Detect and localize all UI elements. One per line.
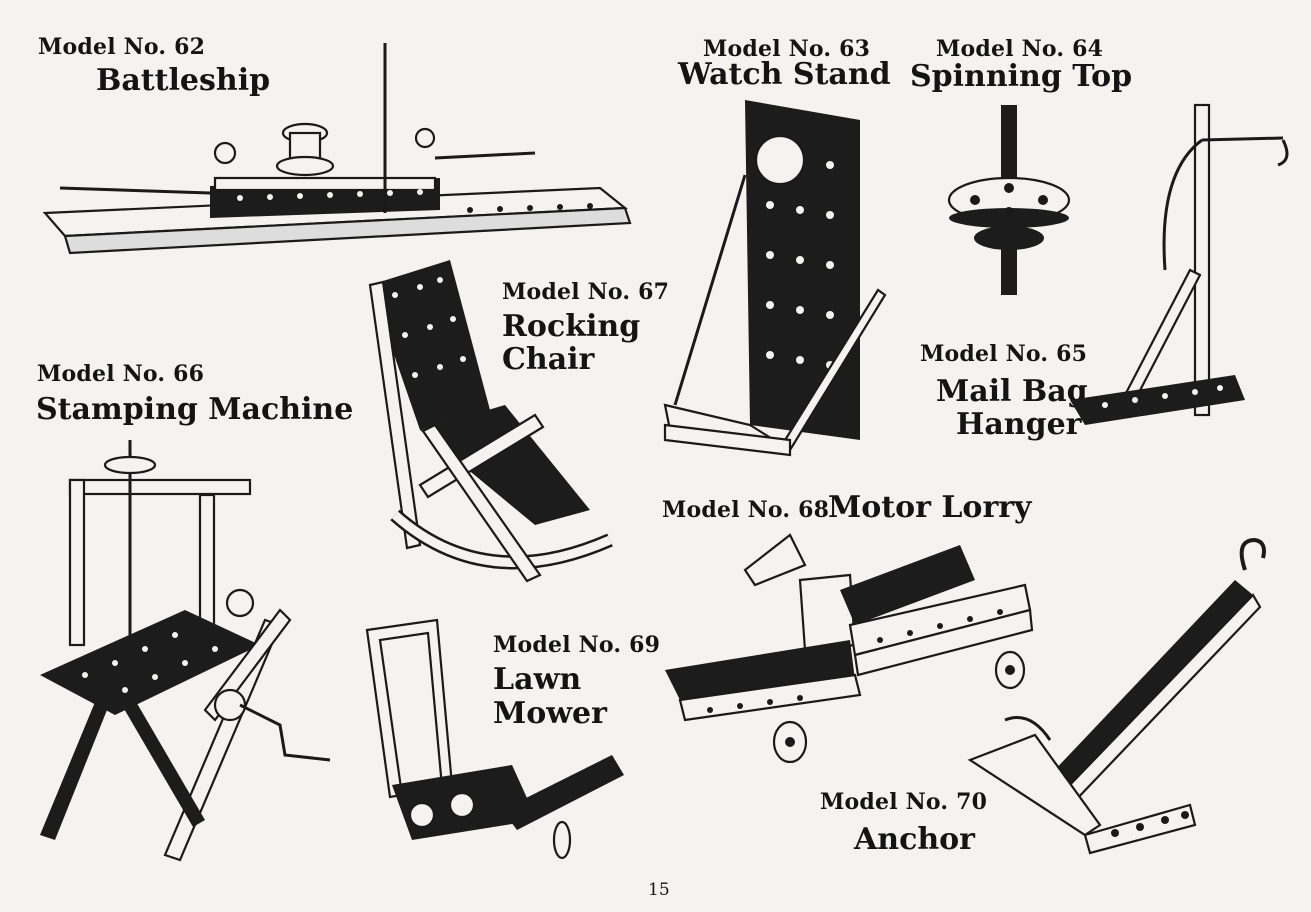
- spinning-top-illustration: [947, 105, 1071, 295]
- anchor-illustration: [967, 537, 1266, 855]
- model-69-label: Model No. 69: [493, 632, 661, 658]
- model-69-title-line2: Mower: [493, 696, 607, 731]
- model-68-title: Motor Lorry: [828, 490, 1032, 525]
- model-67-label: Model No. 67: [502, 279, 670, 305]
- motor-lorry-illustration: [665, 533, 1034, 764]
- model-65-title-line2: Hanger: [956, 407, 1082, 442]
- model-69-title-line1: Lawn: [493, 662, 582, 697]
- model-70-title: Anchor: [854, 822, 975, 857]
- model-64-title: Spinning Top: [910, 59, 1133, 94]
- model-67-title-line1: Rocking: [502, 309, 641, 344]
- model-62-title: Battleship: [96, 63, 271, 98]
- rocking-chair-illustration: [368, 260, 613, 583]
- model-66-label: Model No. 66: [37, 361, 205, 387]
- lawn-mower-illustration: [365, 618, 624, 860]
- model-65-title-line1: Mail Bag: [936, 374, 1088, 409]
- watch-stand-illustration: [663, 100, 887, 457]
- model-66-title: Stamping Machine: [36, 392, 354, 427]
- model-70-label: Model No. 70: [820, 789, 988, 815]
- model-64-label: Model No. 64: [936, 36, 1104, 62]
- mail-bag-hanger-illustration: [1070, 103, 1289, 425]
- model-63-label: Model No. 63: [703, 36, 871, 62]
- page-number: 15: [648, 880, 670, 900]
- model-63-title: Watch Stand: [678, 57, 891, 92]
- stamping-machine-illustration: [40, 440, 331, 862]
- model-62-label: Model No. 62: [38, 34, 206, 60]
- battleship-illustration: [42, 43, 632, 255]
- model-67-title-line2: Chair: [502, 342, 595, 377]
- model-65-label: Model No. 65: [920, 341, 1088, 367]
- model-68-label: Model No. 68: [662, 497, 830, 523]
